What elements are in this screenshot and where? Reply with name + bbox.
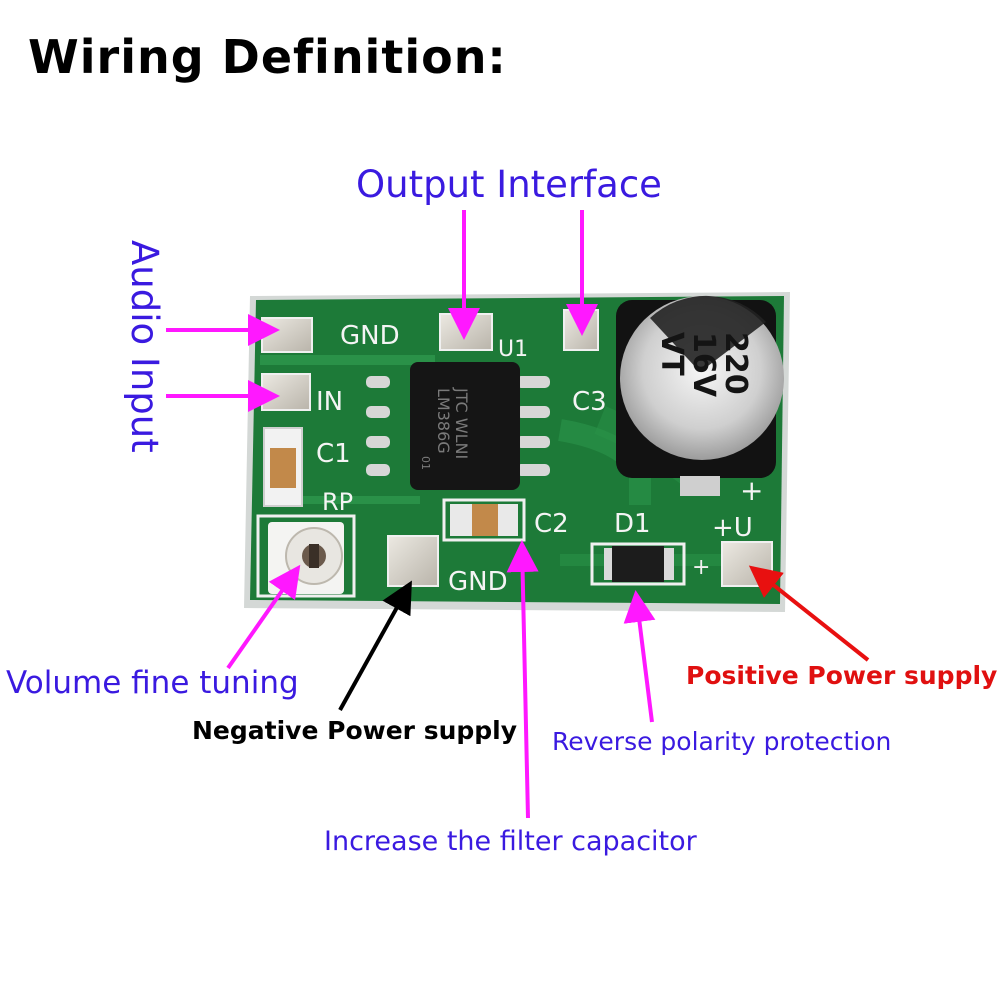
audio-input-label: Audio Input [123, 240, 166, 453]
chip-marking-2: LM386G [434, 388, 453, 454]
silk-plus: + [740, 474, 763, 507]
pointer-arrows [166, 210, 870, 819]
d1-diode: + [590, 542, 710, 586]
c2-capacitor [442, 498, 526, 542]
silk-plus-u: +U [712, 513, 753, 543]
pad-gnd-input [261, 317, 313, 353]
silk-c1: C1 [316, 439, 351, 469]
chip-marking-1: JTC WLNI [452, 387, 471, 459]
positive-power-supply-label: Positive Power supply [686, 661, 998, 690]
arrow-positive [748, 565, 870, 662]
silk-c2: C2 [534, 509, 569, 539]
lm386-chip: JTC WLNI LM386G 01 [366, 362, 550, 490]
negative-power-supply-label: Negative Power supply [192, 716, 518, 745]
silkscreen: GND IN C1 RP GND C2 D1 +U + C3 U1 [316, 321, 763, 597]
output-interface-label: Output Interface [356, 163, 662, 206]
silk-d1: D1 [614, 509, 651, 539]
reverse-polarity-protection-label: Reverse polarity protection [552, 727, 892, 756]
c3-electrolytic-capacitor: 220 16V VT [616, 295, 784, 496]
increase-filter-capacitor-label: Increase the filter capacitor [324, 826, 697, 857]
page-title: Wiring Definition: [28, 30, 507, 84]
pad-in [261, 373, 311, 411]
pad-gnd-power [387, 535, 439, 587]
cap-marking-3: VT [654, 332, 689, 376]
arrow-filter [506, 540, 539, 819]
arrow-negative [338, 580, 412, 711]
chip-marking-3: 01 [419, 456, 432, 470]
arrow-reverse [623, 590, 656, 723]
silk-in: IN [316, 387, 343, 417]
volume-potentiometer [256, 514, 356, 598]
c1-capacitor [263, 427, 303, 507]
svg-text:+: + [692, 555, 710, 580]
silk-rp: RP [322, 488, 353, 516]
cap-marking-2: 16V [686, 332, 721, 398]
silk-gnd-bottom: GND [448, 567, 508, 597]
silk-c3: C3 [572, 387, 607, 417]
cap-marking-1: 220 [718, 332, 753, 395]
arrow-volume [226, 564, 301, 670]
silk-u1: U1 [498, 337, 528, 362]
volume-fine-tuning-label: Volume fine tuning [6, 665, 299, 701]
silk-gnd-top: GND [340, 321, 400, 351]
